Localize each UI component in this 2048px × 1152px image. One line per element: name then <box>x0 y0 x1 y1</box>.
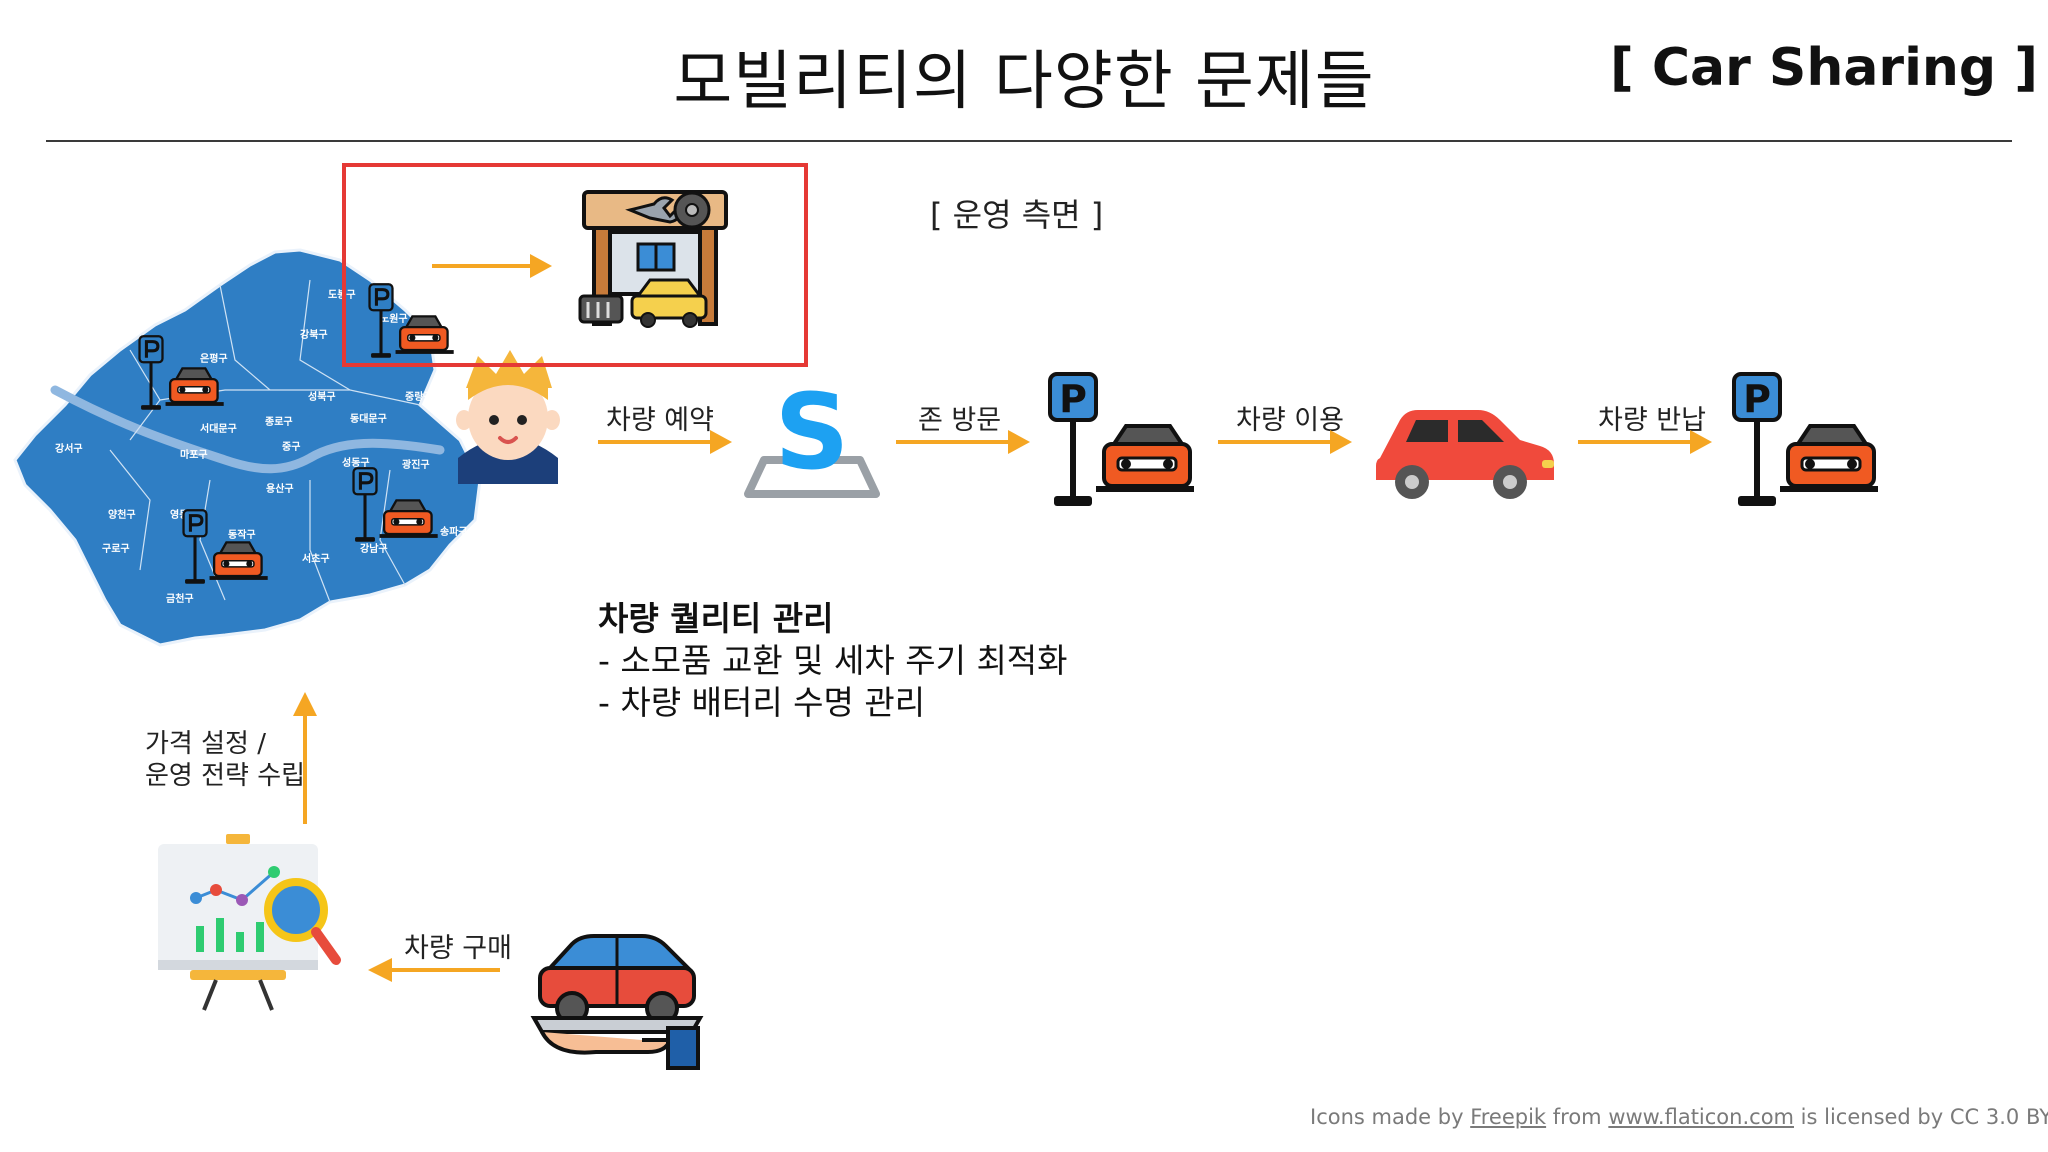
credits-author-link[interactable]: Freepik <box>1470 1105 1547 1129</box>
credits-middle: from <box>1546 1105 1609 1129</box>
highlight-box <box>342 163 808 367</box>
red-car-icon <box>1376 410 1554 499</box>
map-parking-car-icon <box>138 334 226 412</box>
district-name: 성북구 <box>308 390 336 403</box>
car-on-hand-icon <box>530 934 704 1070</box>
pricing-label-line: 운영 전략 수립 <box>145 761 306 791</box>
analytics-board-icon <box>158 834 341 1011</box>
district-name: 은평구 <box>200 352 228 365</box>
user-avatar-icon <box>456 350 560 484</box>
flow-label-purchase: 차량 구매 <box>404 933 512 964</box>
district-name: 강서구 <box>55 442 83 455</box>
district-name: 도봉구 <box>328 289 356 301</box>
district-name: 금천구 <box>166 592 194 605</box>
district-name: 양천구 <box>108 508 136 521</box>
credits-site-link[interactable]: www.flaticon.com <box>1608 1105 1794 1129</box>
district-name: 중구 <box>282 441 300 453</box>
district-name: 동작구 <box>228 528 256 541</box>
arrow-purchase <box>368 958 500 982</box>
page-title: 모빌리티의 다양한 문제들 <box>673 45 1375 119</box>
pricing-label-line: 가격 설정 / <box>145 729 266 759</box>
district-name: 종로구 <box>265 416 293 428</box>
district-name: 마포구 <box>180 448 208 461</box>
parking-letter: P <box>1059 377 1087 421</box>
district-name: 구로구 <box>102 543 130 555</box>
arrow-visit <box>896 430 1030 454</box>
credits-suffix: is licensed by CC 3.0 BY <box>1794 1105 2048 1129</box>
flow-label-use: 차량 이용 <box>1236 405 1344 436</box>
district-name: 강북구 <box>300 328 328 341</box>
arrow-return <box>1578 430 1712 454</box>
district-name: 서초구 <box>302 552 330 565</box>
district-names: 도봉구 노원구 강북구 은평구 성북구 중랑구 종로구 동대문구 서대문구 강서… <box>55 289 468 605</box>
district-name: 광진구 <box>402 458 430 471</box>
seoul-map: 도봉구 노원구 강북구 은평구 성북구 중랑구 종로구 동대문구 서대문구 강서… <box>13 248 482 647</box>
quality-management-text: 차량 퀄리티 관리 - 소모품 교환 및 세차 주기 최적화 - 차량 배터리 … <box>598 598 1068 724</box>
district-name: 강남구 <box>360 542 388 555</box>
logo-letter: S <box>775 371 850 493</box>
han-river <box>50 385 445 474</box>
flow-label-visit: 존 방문 <box>918 405 1002 436</box>
garage-repair-icon <box>578 190 728 328</box>
district-name: 중랑구 <box>405 391 433 403</box>
arrow-up-to-map <box>293 692 317 824</box>
district-name: 노원구 <box>380 312 408 325</box>
operation-side-label: [ 운영 측면 ] <box>930 196 1104 234</box>
map-parking-car-icon <box>351 466 440 544</box>
parking-car-icon: P <box>1732 372 1878 506</box>
district-name: 서대문구 <box>200 422 237 435</box>
credits-prefix: Icons made by <box>1310 1105 1471 1129</box>
parking-letter: P <box>1743 377 1771 421</box>
arrow-to-garage <box>432 254 552 278</box>
flow-label-return: 차량 반납 <box>1598 405 1706 436</box>
parking-car-icon: P <box>1048 372 1194 506</box>
arrow-reserve <box>598 430 732 454</box>
icon-credits: Icons made by Freepik from www.flaticon.… <box>1310 1105 2048 1129</box>
district-name: 성동구 <box>342 456 370 469</box>
district-name: 송파구 <box>440 525 468 538</box>
flow-label-reserve: 차량 예약 <box>606 405 714 436</box>
service-logo-icon: S <box>744 371 880 498</box>
quality-item: - 소모품 교환 및 세차 주기 최적화 <box>598 641 1068 680</box>
quality-heading: 차량 퀄리티 관리 <box>598 599 834 638</box>
seoul-map-shape <box>13 248 482 647</box>
arrow-use <box>1218 430 1352 454</box>
quality-item: - 차량 배터리 수명 관리 <box>598 683 926 722</box>
header-divider <box>46 140 2012 142</box>
map-parking-car-icon <box>182 508 270 586</box>
district-name: 동대문구 <box>350 412 387 425</box>
district-name: 용산구 <box>266 482 294 495</box>
topic-tag: [ Car Sharing ] <box>1610 38 2039 98</box>
pricing-strategy-label: 가격 설정 / 운영 전략 수립 <box>145 728 305 792</box>
